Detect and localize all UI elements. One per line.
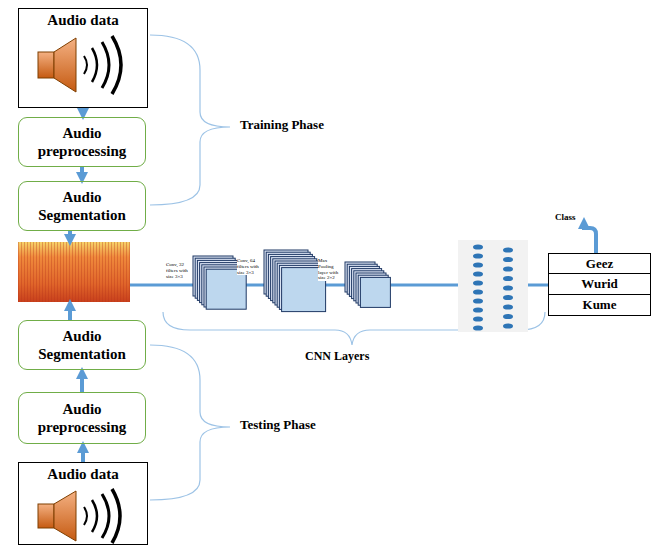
- neuron: [503, 276, 513, 281]
- neuron: [473, 307, 483, 312]
- neuron: [503, 285, 513, 290]
- feature-map: [360, 277, 390, 307]
- neuron: [503, 257, 513, 262]
- group-label: CNN Layers: [305, 350, 369, 364]
- output-label: Class: [555, 212, 576, 222]
- process-box: Audio Segmentation: [18, 181, 146, 231]
- feature-maps: [193, 250, 390, 312]
- flow-arrow: [68, 305, 72, 320]
- table-cell: Wurid: [548, 274, 651, 295]
- flow-arrow: [80, 167, 84, 178]
- neuron: [503, 295, 513, 300]
- neuron: [473, 262, 483, 267]
- phase-bracket: [150, 345, 230, 500]
- neuron: [473, 253, 483, 258]
- table-cell: Geez: [548, 253, 651, 274]
- neuron: [473, 289, 483, 294]
- neuron: [473, 280, 483, 285]
- node-text: Audio preprocessing: [23, 400, 141, 436]
- neuron: [473, 316, 483, 321]
- node-text: Audio Segmentation: [23, 327, 141, 363]
- neuron: [473, 325, 483, 330]
- neuron: [473, 271, 483, 276]
- spectrogram: [18, 242, 130, 302]
- dense-layers: [473, 244, 513, 330]
- process-box: Audio preprocessing: [18, 392, 146, 444]
- layer-label: Conv, 32 filters with size 3×3: [166, 262, 191, 279]
- process-box: Audio preprocessing: [18, 117, 146, 167]
- dense-panel: [458, 240, 528, 332]
- class-arrow: [584, 223, 596, 253]
- process-box: Audio Segmentation: [18, 320, 146, 370]
- speaker-icon: [38, 489, 120, 543]
- neuron: [473, 298, 483, 303]
- table-cell: Kume: [548, 295, 651, 316]
- phase-bracket: [150, 35, 230, 205]
- neuron: [503, 304, 513, 309]
- node-text: Audio data: [23, 11, 143, 29]
- node-text: Audio preprocessing: [23, 124, 141, 160]
- neuron: [503, 247, 513, 252]
- phase-label: Training Phase: [240, 118, 324, 133]
- node-text: Audio data: [23, 465, 143, 483]
- input-box: Audio data: [18, 8, 148, 108]
- flow-arrow: [81, 108, 85, 114]
- phase-label: Testing Phase: [240, 418, 316, 433]
- flow-arrow: [80, 373, 84, 392]
- neuron: [503, 323, 513, 328]
- node-text: Audio Segmentation: [23, 188, 141, 224]
- neuron: [503, 266, 513, 271]
- layer-label: Max Pooling layer with size 2×2: [318, 258, 343, 281]
- flow-arrow: [68, 231, 72, 240]
- speaker-icon: [38, 36, 121, 94]
- input-box: Audio data: [18, 462, 148, 545]
- layer-label: Conv, 64 filters with size 3×3: [237, 258, 262, 275]
- flow-arrow: [81, 447, 85, 462]
- neuron: [473, 244, 483, 249]
- neuron: [503, 314, 513, 319]
